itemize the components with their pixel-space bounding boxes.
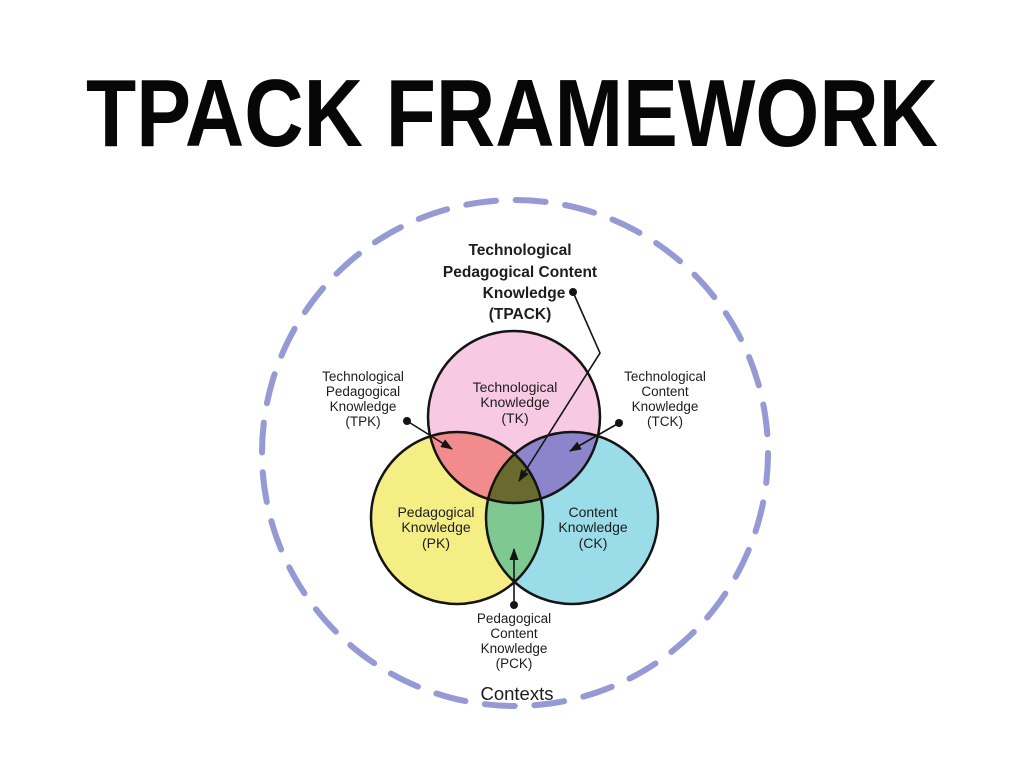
pck-label-line-2: Content — [490, 626, 538, 641]
tpk-label: Technological Pedagogical Knowledge (TPK… — [322, 369, 404, 429]
pck-label-line-1: Pedagogical — [477, 611, 551, 626]
page-title: TPACK FRAMEWORK — [86, 60, 938, 167]
pk-circle-outline — [369, 430, 545, 606]
tck-label: Technological Content Knowledge (TCK) — [624, 369, 706, 429]
tck-pointer-line — [569, 422, 620, 452]
tpack-label-line-1: Technological — [468, 242, 571, 259]
ck-label-line-3: (CK) — [579, 535, 608, 551]
pk-label: Pedagogical Knowledge (PK) — [397, 504, 474, 551]
tck-label-line-1: Technological — [624, 369, 706, 384]
tk-label-line-1: Technological — [473, 379, 558, 395]
ck-label: Content Knowledge (CK) — [558, 504, 627, 551]
pck-label: Pedagogical Content Knowledge (PCK) — [477, 611, 551, 671]
pk-label-line-3: (PK) — [422, 535, 450, 551]
tck-label-line-3: Knowledge — [632, 399, 699, 414]
tpk-pointer-line — [406, 420, 453, 450]
tpk-label-line-2: Pedagogical — [326, 384, 400, 399]
tpack-pointer-line — [518, 291, 601, 482]
contexts-label: Contexts — [480, 683, 553, 704]
tpk-label-line-4: (TPK) — [345, 414, 380, 429]
tk-circle-outline — [426, 329, 602, 505]
pck-label-line-4: (PCK) — [496, 656, 533, 671]
tck-label-line-2: Content — [641, 384, 689, 399]
contexts-dashed-circle — [259, 197, 771, 709]
tpack-label-line-3: Knowledge — [483, 285, 566, 302]
tpk-label-line-3: Knowledge — [330, 399, 397, 414]
tk-label: Technological Knowledge (TK) — [473, 379, 558, 426]
tpack-label-line-4: (TPACK) — [489, 306, 552, 323]
tk-label-line-3: (TK) — [501, 410, 528, 426]
tk-label-line-2: Knowledge — [480, 394, 549, 410]
pk-label-line-1: Pedagogical — [397, 504, 474, 520]
tck-label-line-4: (TCK) — [647, 414, 683, 429]
tpack-center-region — [486, 432, 543, 503]
ck-circle-outline — [484, 430, 660, 606]
tpack-label: Technological Pedagogical Content Knowle… — [443, 242, 597, 323]
ck-label-line-2: Knowledge — [558, 519, 627, 535]
pk-label-line-2: Knowledge — [401, 519, 470, 535]
ck-label-line-1: Content — [568, 504, 617, 520]
tpk-label-line-1: Technological — [322, 369, 404, 384]
tpack-label-line-2: Pedagogical Content — [443, 264, 597, 281]
pck-label-line-3: Knowledge — [481, 641, 548, 656]
